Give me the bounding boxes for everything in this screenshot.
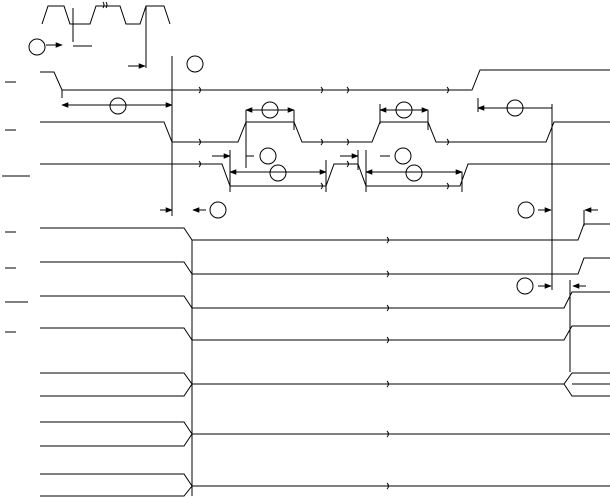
signal-row-5 (5, 257, 610, 278)
signal-row-10 (40, 473, 610, 497)
signal-row-7 (5, 325, 610, 344)
signal-row-3 (2, 160, 610, 190)
signal-row-2 (5, 121, 610, 146)
signal-row-6 (5, 291, 610, 312)
signal-row-1 (5, 69, 610, 98)
timing-arrows (46, 42, 598, 289)
clock-waveform (41, 1, 171, 68)
signal-row-9 (40, 421, 610, 447)
signal-row-4 (5, 223, 610, 244)
signal-row-8 (40, 372, 610, 397)
reference-lines (171, 56, 585, 496)
timing-markers (28, 38, 535, 295)
